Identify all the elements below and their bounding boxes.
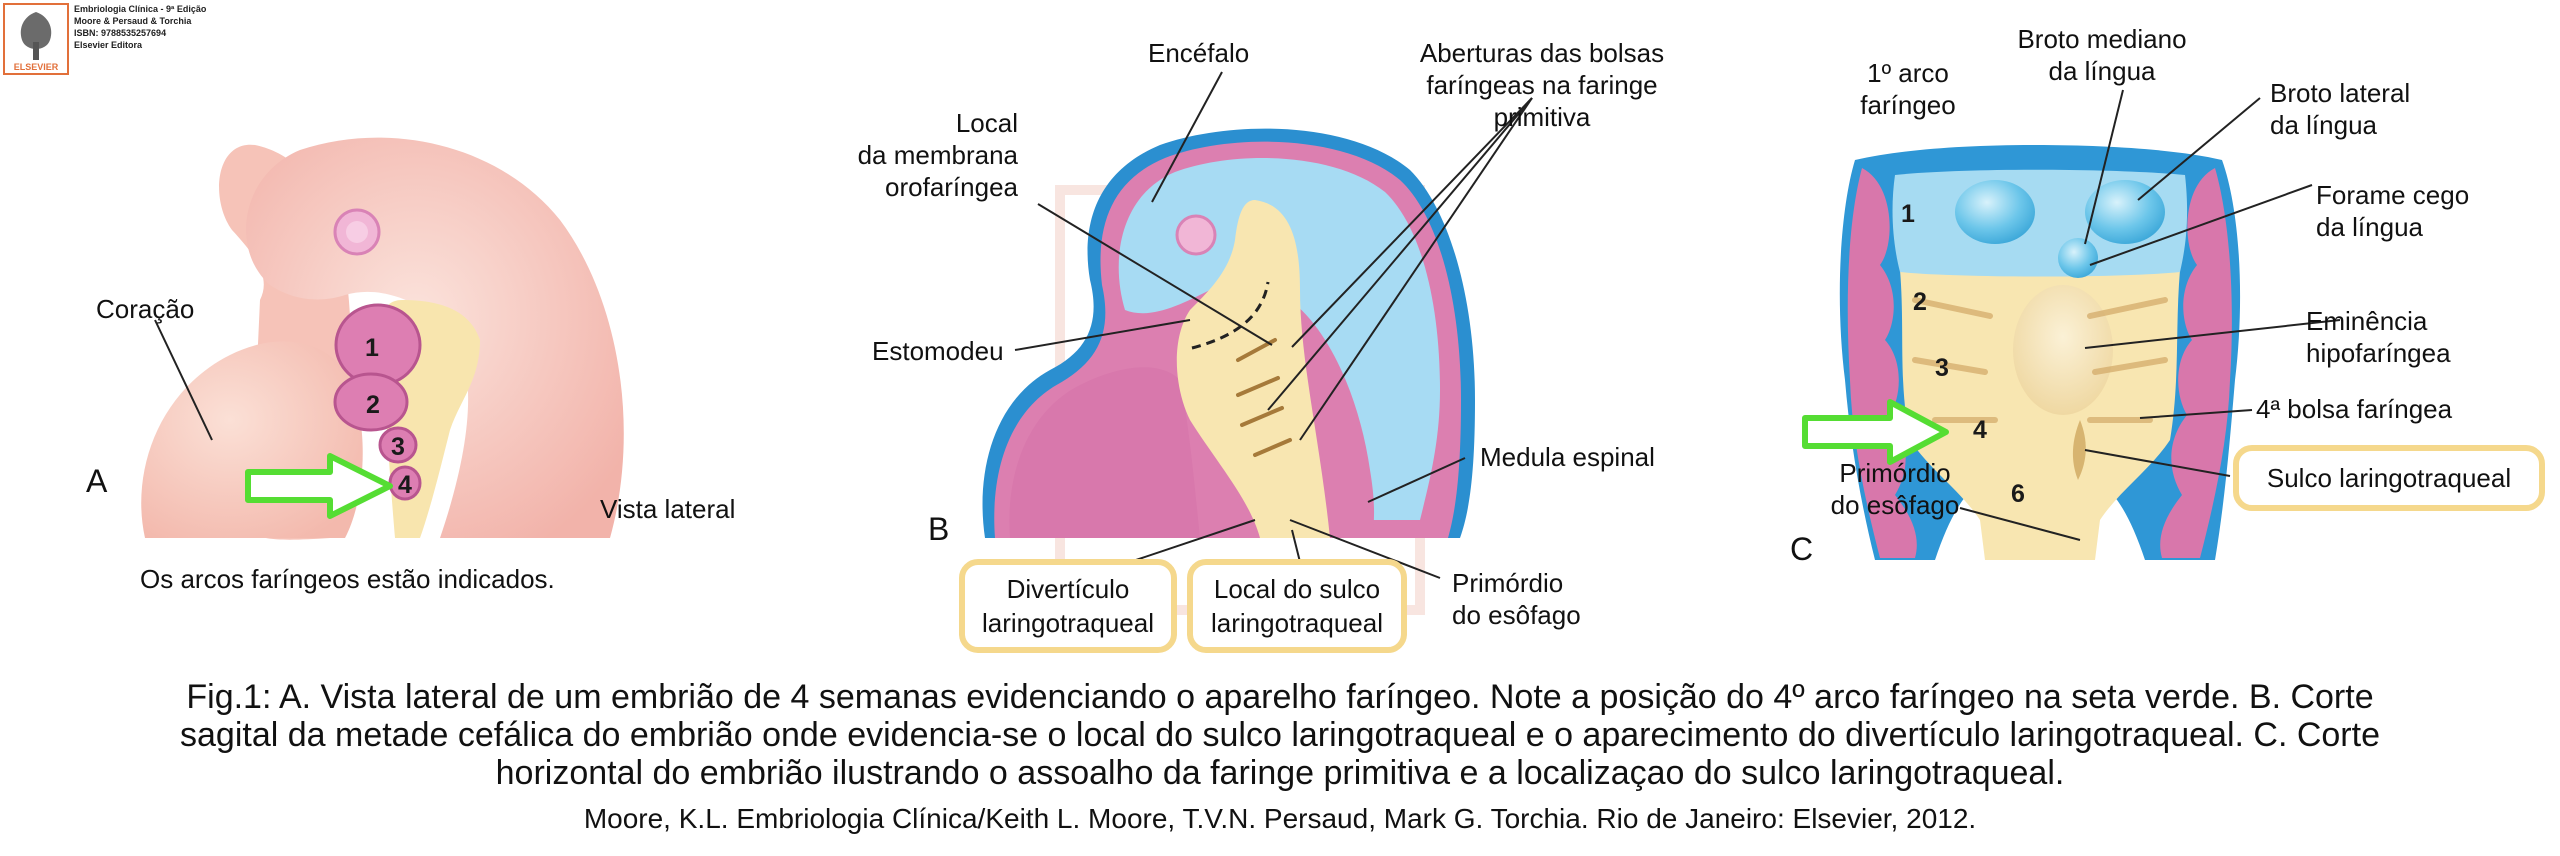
label-eminencia-2: hipofaríngea xyxy=(2306,338,2451,368)
label-primordio-c-2: do esôfago xyxy=(1831,490,1960,520)
label-local-3: orofaríngea xyxy=(885,172,1019,202)
leader-lines-c xyxy=(1959,89,2341,541)
label-coracao: Coração xyxy=(96,294,194,324)
lateral-lingual-bud-left xyxy=(1955,180,2035,244)
label-primordio-c-1: Primórdio xyxy=(1839,458,1950,488)
label-broto-mediano-2: da língua xyxy=(2049,56,2157,86)
box-diverticulo-line-1: Divertículo xyxy=(1007,574,1130,604)
label-forame-2: da língua xyxy=(2316,212,2424,242)
box-diverticulo: Divertículo laringotraqueal xyxy=(959,559,1177,653)
arch-number-1: 1 xyxy=(365,334,379,362)
panel-letter-b: B xyxy=(928,511,949,547)
label-primordio-b-2: do esôfago xyxy=(1452,600,1581,630)
box-diverticulo-line-2: laringotraqueal xyxy=(982,608,1154,638)
arch-c-number-2: 2 xyxy=(1913,288,1927,316)
label-arco-2: faríngeo xyxy=(1860,90,1955,120)
label-encefalo: Encéfalo xyxy=(1148,38,1249,68)
pouch-grooves xyxy=(1912,297,2168,423)
laryngotracheal-groove xyxy=(2072,420,2086,480)
publisher-line-2: Moore & Persaud & Torchia xyxy=(74,16,192,26)
caption-line-3: horizontal do embrião ilustrando o assoa… xyxy=(495,754,2065,792)
figure-reference: Moore, K.L. Embriologia Clínica/Keith L.… xyxy=(583,803,1977,834)
caption-line-2: sagital da metade cefálica do embrião on… xyxy=(180,716,2380,754)
green-arrow-a xyxy=(245,453,393,519)
left-arches xyxy=(1847,168,1917,558)
label-vista-lateral: Vista lateral xyxy=(600,494,735,524)
elsevier-logo: ELSEVIER xyxy=(3,3,69,75)
label-broto-mediano-1: Broto mediano xyxy=(2017,24,2186,54)
caption-line-1: Fig.1: A. Vista lateral de um embrião de… xyxy=(186,678,2374,716)
box-sulco-c: Sulco laringotraqueal xyxy=(2233,445,2545,511)
publisher-line-1: Embriologia Clínica - 9ª Edição xyxy=(74,4,207,14)
pharyngeal-pouches xyxy=(1236,338,1292,457)
hypopharyngeal-eminence xyxy=(2013,285,2113,415)
right-arches xyxy=(2160,168,2232,558)
label-broto-lateral-2: da língua xyxy=(2270,110,2378,140)
green-arrow-c xyxy=(1802,399,1949,465)
label-forame-1: Forame cego xyxy=(2316,180,2469,210)
arch-3 xyxy=(378,426,418,464)
panel-b: Encéfalo Local da membrana orofaríngea A… xyxy=(858,38,1664,653)
median-lingual-bud xyxy=(2058,238,2098,278)
arch-number-3: 3 xyxy=(391,433,405,461)
arch-number-4: 4 xyxy=(398,471,412,499)
arch-c-number-4: 4 xyxy=(1973,416,1987,444)
pharynx xyxy=(1176,200,1330,538)
figure-caption: Fig.1: A. Vista lateral de um embrião de… xyxy=(0,678,2560,792)
arch-number-2: 2 xyxy=(366,391,380,419)
box-local-sulco-line-2: laringotraqueal xyxy=(1211,608,1383,638)
leader-lines-b xyxy=(1014,71,1533,579)
logo-text: ELSEVIER xyxy=(14,62,59,72)
label-aberturas-3: primitiva xyxy=(1494,102,1591,132)
arch-c-number-1: 1 xyxy=(1901,200,1915,228)
label-aberturas-2: faríngeas na faringe xyxy=(1426,70,1657,100)
panel-c: 1 2 3 4 6 1º arco faríngeo Broto mediano… xyxy=(1790,24,2545,567)
label-broto-lateral-1: Broto lateral xyxy=(2270,78,2410,108)
publisher-line-3: ISBN: 9788535257694 xyxy=(74,28,166,38)
panel-a: 1 2 3 4 Coração Vista lateral A Os arcos… xyxy=(86,137,735,594)
label-medula-espinal: Medula espinal xyxy=(1480,442,1655,472)
lateral-lingual-bud-right xyxy=(2085,180,2165,244)
label-eminencia-1: Eminência xyxy=(2306,306,2428,336)
arch-c-number-3: 3 xyxy=(1935,354,1949,382)
box-sulco-c-text: Sulco laringotraqueal xyxy=(2267,463,2511,493)
panel-a-note: Os arcos faríngeos estão indicados. xyxy=(140,564,555,594)
label-quarta-bolsa: 4ª bolsa faríngea xyxy=(2256,394,2453,424)
publisher-header: ELSEVIER Embriologia Clínica - 9ª Edição… xyxy=(3,3,207,75)
label-primordio-b-1: Primórdio xyxy=(1452,568,1563,598)
label-local-1: Local xyxy=(956,108,1018,138)
publisher-line-4: Elsevier Editora xyxy=(74,40,143,50)
box-local-sulco-line-1: Local do sulco xyxy=(1214,574,1380,604)
box-local-sulco: Local do sulco laringotraqueal xyxy=(1187,559,1407,653)
label-aberturas-1: Aberturas das bolsas xyxy=(1420,38,1664,68)
oropharyngeal-membrane xyxy=(1191,281,1270,350)
label-local-2: da membrana xyxy=(858,140,1019,170)
label-estomodeu: Estomodeu xyxy=(872,336,1004,366)
label-arco-1: 1º arco xyxy=(1867,58,1949,88)
panel-letter-c: C xyxy=(1790,531,1813,567)
arch-2 xyxy=(333,372,409,432)
cardiac-region xyxy=(1009,367,1200,538)
panel-letter-a: A xyxy=(86,463,108,499)
arch-c-number-6: 6 xyxy=(2011,480,2025,508)
optic-vesicle xyxy=(1175,214,1217,256)
